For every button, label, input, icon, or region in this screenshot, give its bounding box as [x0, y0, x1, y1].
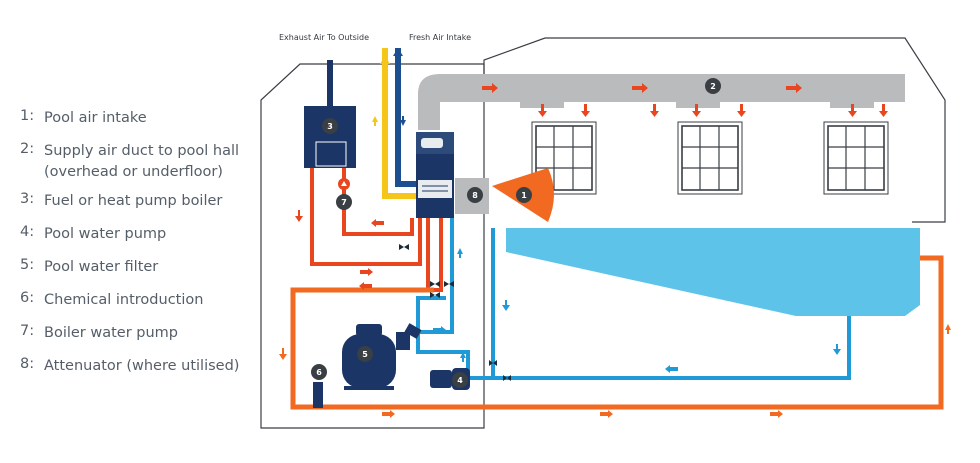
exhaust-arrow — [380, 56, 390, 64]
legend-text: Pool water pump — [44, 226, 167, 242]
boiler-inner — [315, 141, 347, 167]
boiler-flue — [327, 60, 333, 106]
pool-heating-pipe — [426, 218, 443, 292]
badge-label: 7 — [341, 198, 347, 207]
plant-room-outline — [260, 63, 485, 429]
air-handling-unit — [416, 132, 454, 218]
badge-4: 4 — [452, 372, 468, 388]
up-arrow — [372, 116, 378, 126]
badge-8: 8 — [467, 187, 483, 203]
legend-num: 4: — [20, 224, 35, 240]
legend-text: Boiler water pump — [44, 325, 179, 341]
legend-num: 6: — [20, 290, 35, 306]
down-arrow — [400, 116, 406, 126]
legend-num: 3: — [20, 191, 35, 207]
legend-text-line1: Supply air duct to pool hall — [44, 143, 240, 159]
badge-5: 5 — [357, 346, 373, 362]
legend-text: Chemical introduction — [44, 292, 204, 308]
pool-filter — [342, 323, 422, 390]
pool-water — [506, 228, 920, 316]
exhaust-air-label: Exhaust Air To Outside — [279, 33, 369, 42]
filter-outlet-pipe — [416, 296, 446, 332]
legend-num: 2: — [20, 141, 35, 157]
boiler-return-pipe — [342, 148, 414, 236]
legend-text: Supply air duct to pool hall (overhead or… — [44, 141, 239, 183]
badge-1: 1 — [516, 187, 532, 203]
window — [823, 121, 889, 195]
exhaust-air-duct — [382, 48, 416, 199]
legend-text: Attenuator (where utilised) — [44, 358, 240, 374]
duct-flow-arrows — [482, 83, 888, 117]
badge-label: 2 — [710, 82, 716, 91]
filter-loop-pipe — [416, 218, 851, 380]
legend-text-line2: (overhead or underfloor) — [44, 164, 223, 180]
legend-num: 5: — [20, 257, 35, 273]
badge-label: 8 — [472, 191, 478, 200]
pipe-flow-arrows — [279, 210, 951, 418]
valves — [399, 244, 511, 381]
fresh-air-label: Fresh Air Intake — [409, 33, 471, 42]
fresh-arrow — [393, 48, 403, 56]
legend-num: 8: — [20, 356, 35, 372]
chemical-dosing — [313, 382, 323, 408]
badge-label: 4 — [457, 376, 463, 385]
legend-text: Pool water filter — [44, 259, 159, 275]
legend-text: Pool air intake — [44, 110, 147, 126]
badge-label: 6 — [316, 368, 322, 377]
fresh-air-duct — [395, 48, 416, 187]
badge-3: 3 — [322, 118, 338, 134]
window — [677, 121, 743, 195]
legend-num: 1: — [20, 108, 35, 124]
badge-label: 5 — [362, 350, 368, 359]
legend-num: 7: — [20, 323, 35, 339]
legend-text: Fuel or heat pump boiler — [44, 193, 223, 209]
main-return-loop — [290, 255, 944, 410]
badge-6: 6 — [311, 364, 327, 380]
pool-hall-outline — [483, 37, 946, 223]
badge-label: 3 — [327, 122, 333, 131]
badge-2: 2 — [705, 78, 721, 94]
badge-label: 1 — [521, 191, 527, 200]
badge-7: 7 — [336, 194, 352, 210]
